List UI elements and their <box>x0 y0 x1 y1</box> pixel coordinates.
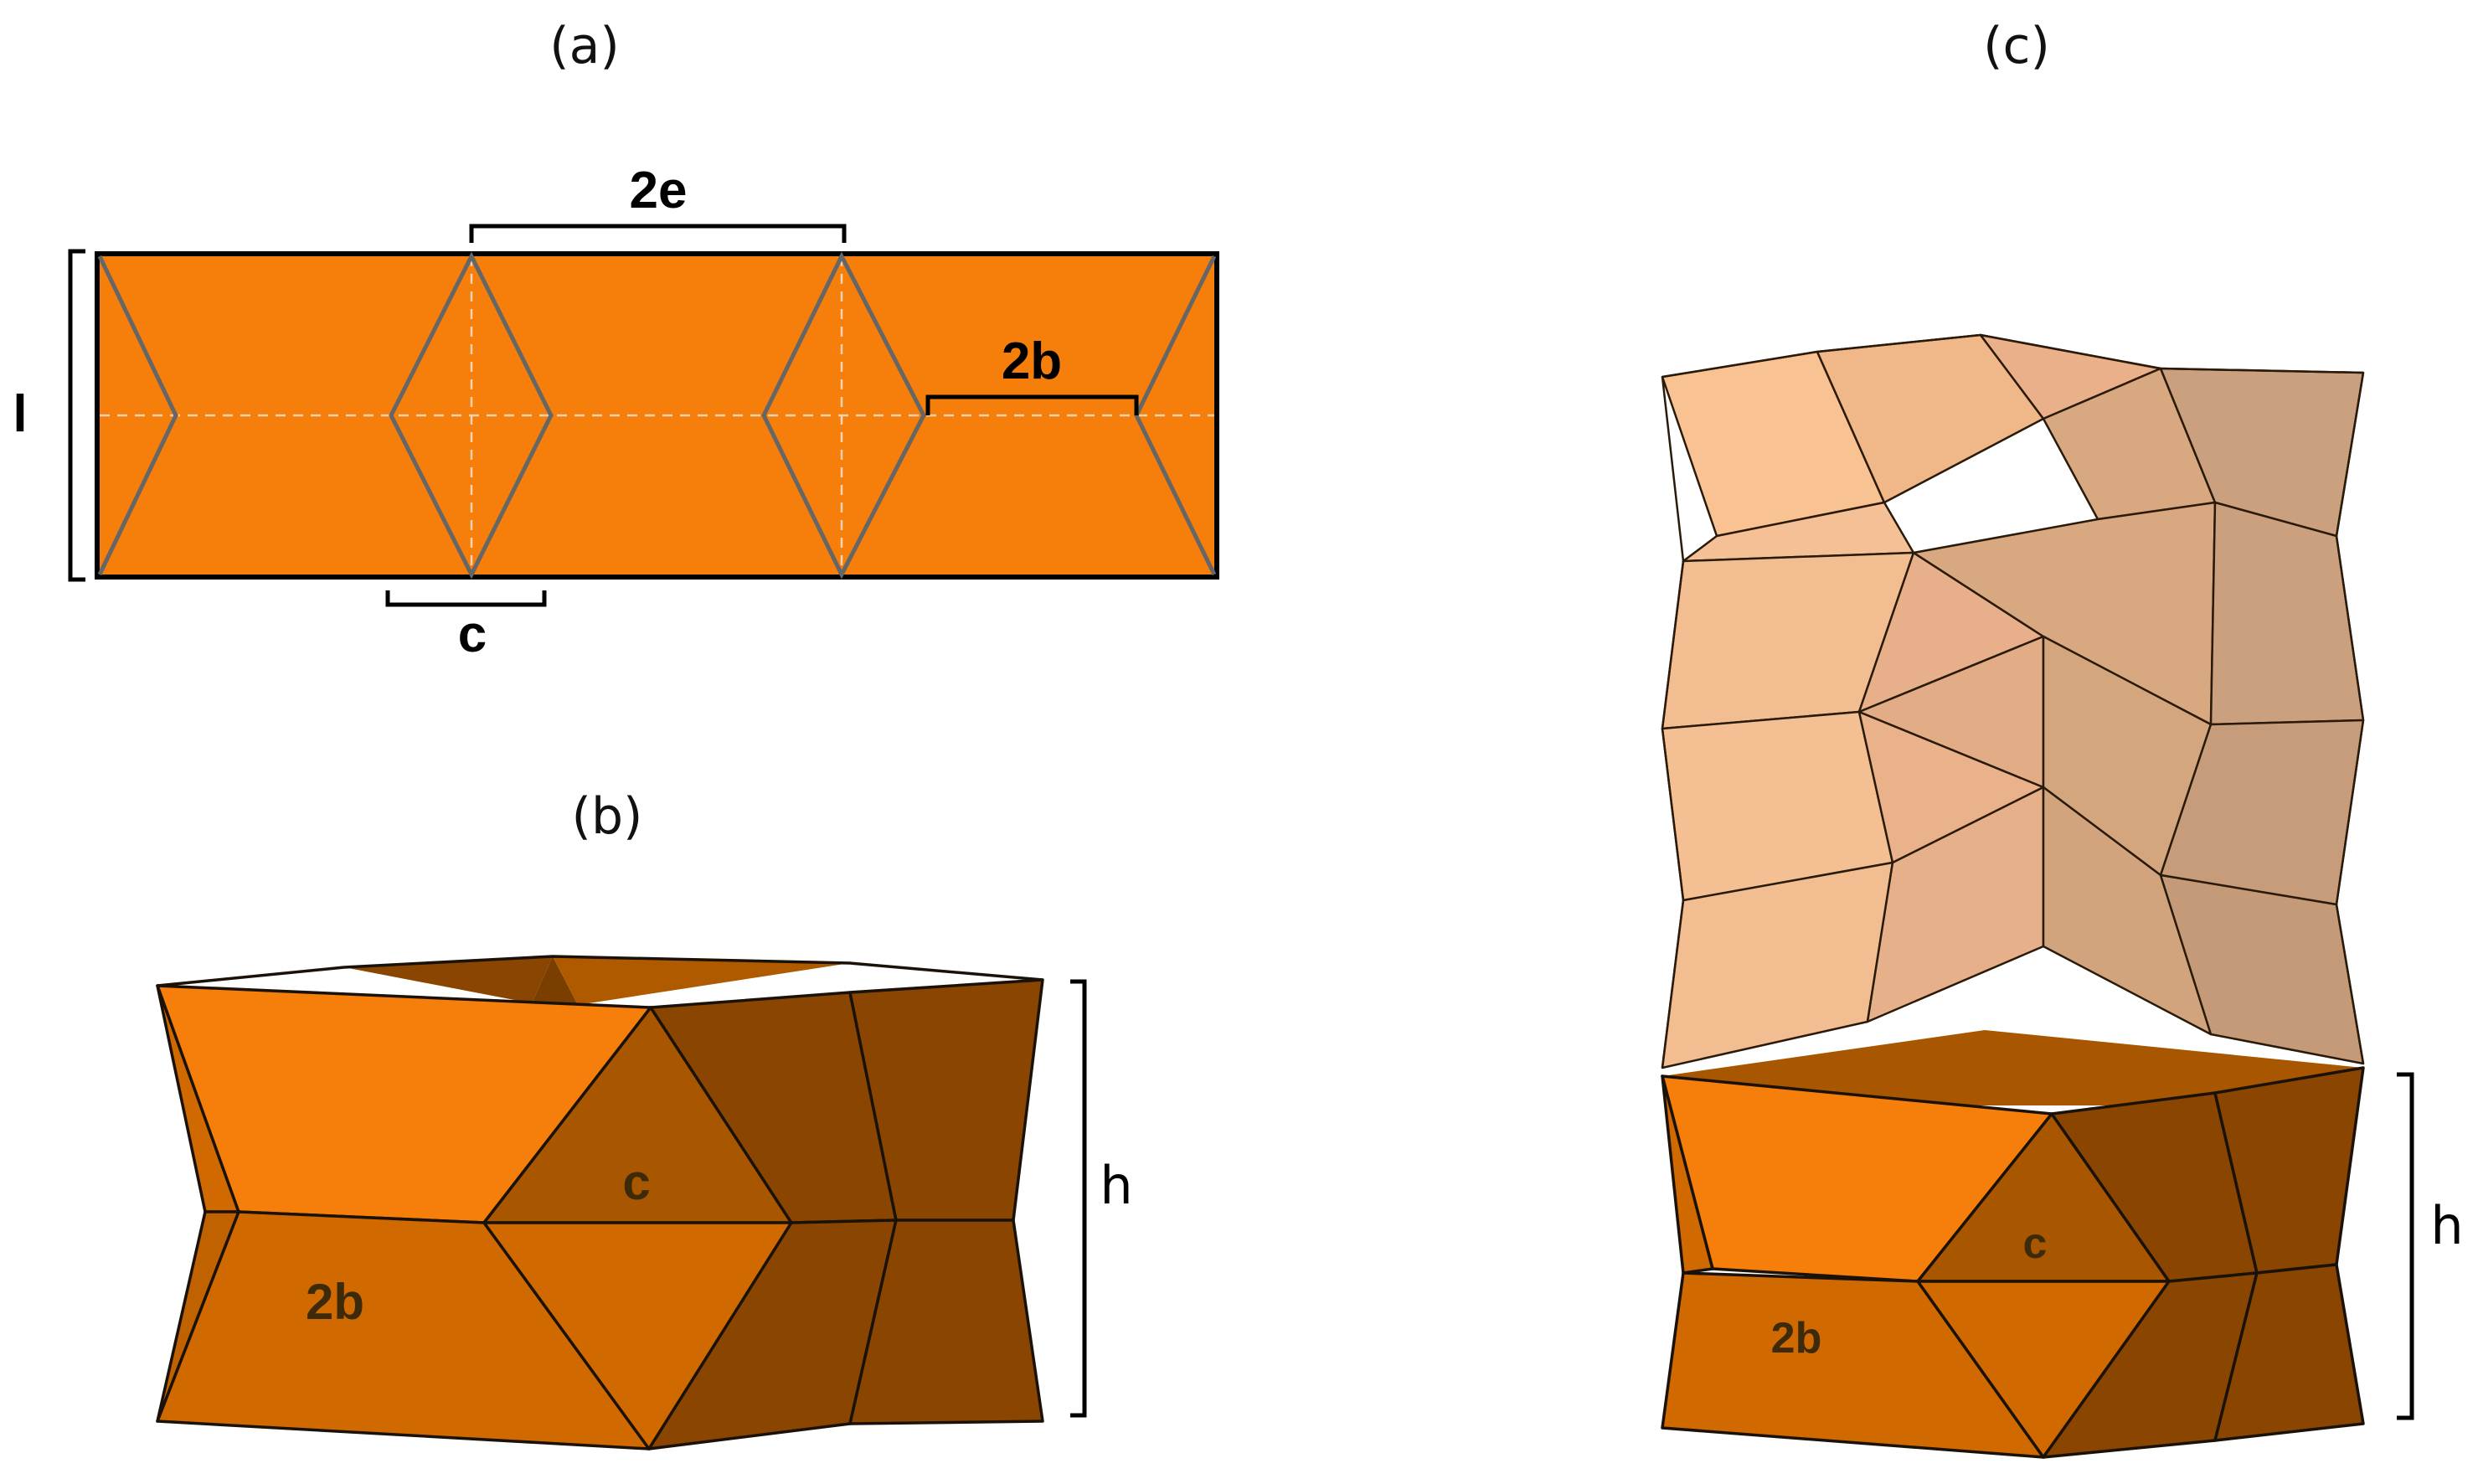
bracket-c <box>385 590 547 607</box>
stack-fold-line-2 <box>2335 372 2365 1064</box>
bracket-2e <box>469 224 847 243</box>
top-rim <box>157 955 1043 987</box>
panel-a-label: (a) <box>549 17 620 75</box>
back-face-mid <box>532 956 578 1005</box>
stack-fold-line-1 <box>1661 376 1685 1069</box>
bottom-layer-back <box>1662 1030 2363 1105</box>
stack-top-rim <box>1661 333 2364 379</box>
face-label-c: c <box>622 1154 650 1210</box>
bottom-face-label-c: c <box>2023 1219 2048 1268</box>
label-2e: 2e <box>630 162 688 219</box>
stack-r2-far <box>2209 501 2365 726</box>
label-l: l <box>13 385 27 443</box>
panel-b-label: (b) <box>572 787 643 846</box>
face-label-2b: 2b <box>306 1274 364 1330</box>
bracket-h <box>1070 979 1087 1418</box>
bracket-h-c <box>2397 1072 2414 1420</box>
panel-c: (c) <box>1661 17 2464 1459</box>
panel-b: (b) c 2b h <box>156 787 1133 1451</box>
label-2b: 2b <box>1002 332 1062 390</box>
back-face-right <box>553 956 850 1005</box>
label-h: h <box>1100 1155 1132 1216</box>
back-face-left <box>344 956 553 1003</box>
label-c: c <box>458 605 487 663</box>
stack-r4-far <box>2159 873 2365 1065</box>
crease-diamond-left <box>389 251 554 580</box>
panel-c-label: (c) <box>1983 17 2050 75</box>
label-h-c: h <box>2430 1195 2463 1256</box>
crease-left-edge-chevron <box>97 255 178 576</box>
bottom-left-sliver <box>1661 1074 1714 1275</box>
bottom-face-label-2b: 2b <box>1771 1314 1822 1363</box>
bracket-2b <box>925 394 1139 415</box>
lower-face-far-right <box>848 1219 1044 1425</box>
bracket-l <box>68 249 85 582</box>
bottom-lower-far <box>2213 1263 2365 1442</box>
panel-a: (a) l 2e 2b c <box>13 17 1219 663</box>
crease-diamond-right <box>761 251 926 580</box>
